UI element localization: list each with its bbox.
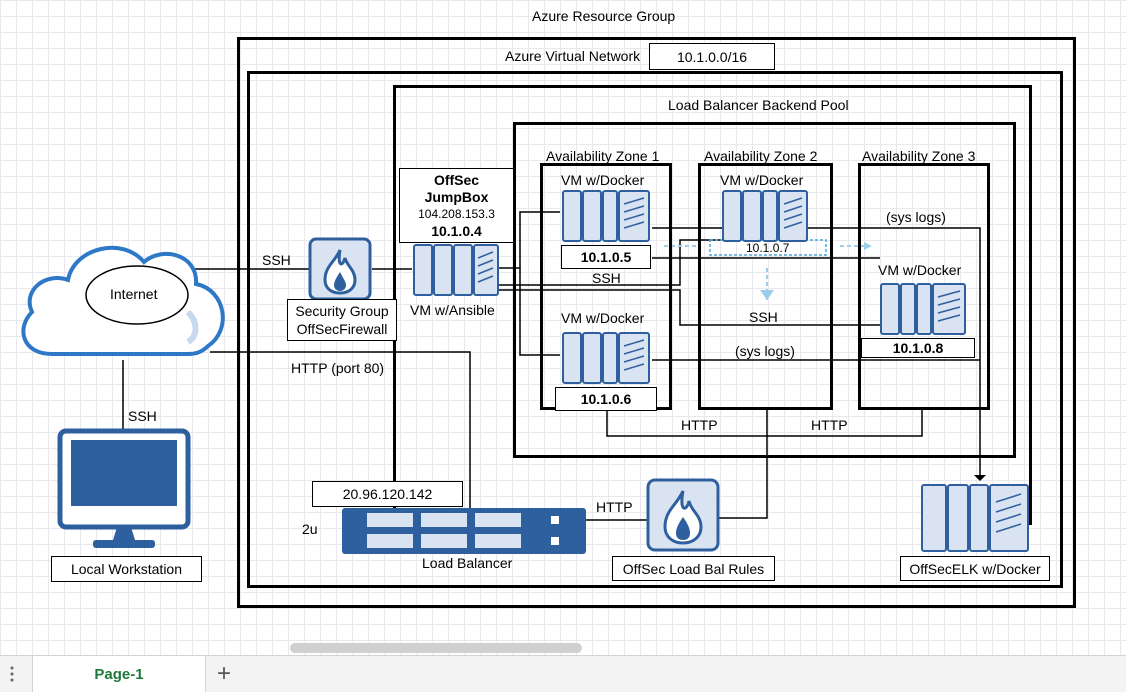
availability-zone-3 [858,163,990,410]
load-balancer-label: Load Balancer [422,555,513,571]
ssh-workstation-label: SSH [128,408,157,424]
more-options-icon[interactable] [8,664,16,684]
load-balancer-ip: 20.96.120.142 [312,481,463,507]
vm1-ip: 10.1.0.5 [561,245,651,269]
resource-group-label: Azure Resource Group [532,8,676,24]
security-group-line2: OffSecFirewall [296,321,388,337]
vnet-label: Azure Virtual Network [505,48,641,64]
ssh-internet-label: SSH [262,252,291,268]
elk-label: OffSecELK w/Docker [900,556,1050,581]
workstation-monitor-icon [57,428,191,548]
jumpbox-caption: VM w/Ansible [410,302,495,318]
jumpbox-title-line1: OffSec [433,171,480,188]
http-lb-label: HTTP [596,499,633,515]
vm1-server-icon [562,190,650,242]
load-balancer-icon [342,508,586,554]
backend-pool-frame [513,122,1016,458]
internet-label: Internet [110,286,158,302]
backend-pool-label: Load Balancer Backend Pool [668,97,849,113]
ssh-zone2-label: SSH [749,309,778,325]
vm4-label: VM w/Docker [878,262,962,278]
vm4-ip: 10.1.0.8 [861,338,975,358]
jumpbox-info-box: OffSec JumpBox 104.208.153.3 10.1.0.4 [399,168,514,243]
vm4-server-icon [880,283,966,335]
vm2-label: VM w/Docker [561,310,645,326]
zone-3-label: Availability Zone 3 [862,148,976,164]
security-group-line1: Security Group [295,303,389,319]
lb-rules-firewall-icon [646,478,720,552]
vm3-label: VM w/Docker [720,172,804,188]
http-zone1-label: HTTP [681,417,718,433]
elk-server-icon [921,484,1029,552]
vnet-cidr: 10.1.0.0/16 [649,43,775,70]
virtual-network-frame [247,71,1063,588]
jumpbox-server-icon [413,244,499,296]
jumpbox-private-ip: 10.1.0.4 [431,222,482,239]
vm2-server-icon [562,332,650,384]
internet-ellipse [85,265,189,325]
vm2-ip: 10.1.0.6 [555,387,657,411]
resource-group-frame [237,37,1076,608]
firewall-icon [308,237,372,301]
syslogs-top-label: (sys logs) [886,209,946,225]
lb-rules-label: OffSec Load Bal Rules [612,556,775,581]
http-port80-label: HTTP (port 80) [291,360,385,376]
workstation-label: Local Workstation [51,556,202,582]
syslogs-mid-label: (sys logs) [735,343,795,359]
ssh-zone1-label: SSH [592,270,621,286]
http-zone2-label: HTTP [811,417,848,433]
zone-1-label: Availability Zone 1 [546,148,660,164]
jumpbox-title-line2: JumpBox [424,188,489,205]
vm3-ip: 10.1.0.7 [746,241,790,255]
rack-unit-label: 2u [302,521,318,537]
add-page-button[interactable]: + [216,660,231,687]
availability-zone-2 [698,163,833,410]
page-tab-bar: Page-1 + [0,655,1126,692]
tab-page-1[interactable]: Page-1 [32,656,206,692]
vm1-label: VM w/Docker [561,172,645,188]
jumpbox-public-ip: 104.208.153.3 [418,206,495,221]
horizontal-scrollbar[interactable] [290,643,582,653]
zone-2-label: Availability Zone 2 [704,148,818,164]
security-group-label: Security Group OffSecFirewall [287,299,397,341]
vm3-server-icon [722,190,808,242]
